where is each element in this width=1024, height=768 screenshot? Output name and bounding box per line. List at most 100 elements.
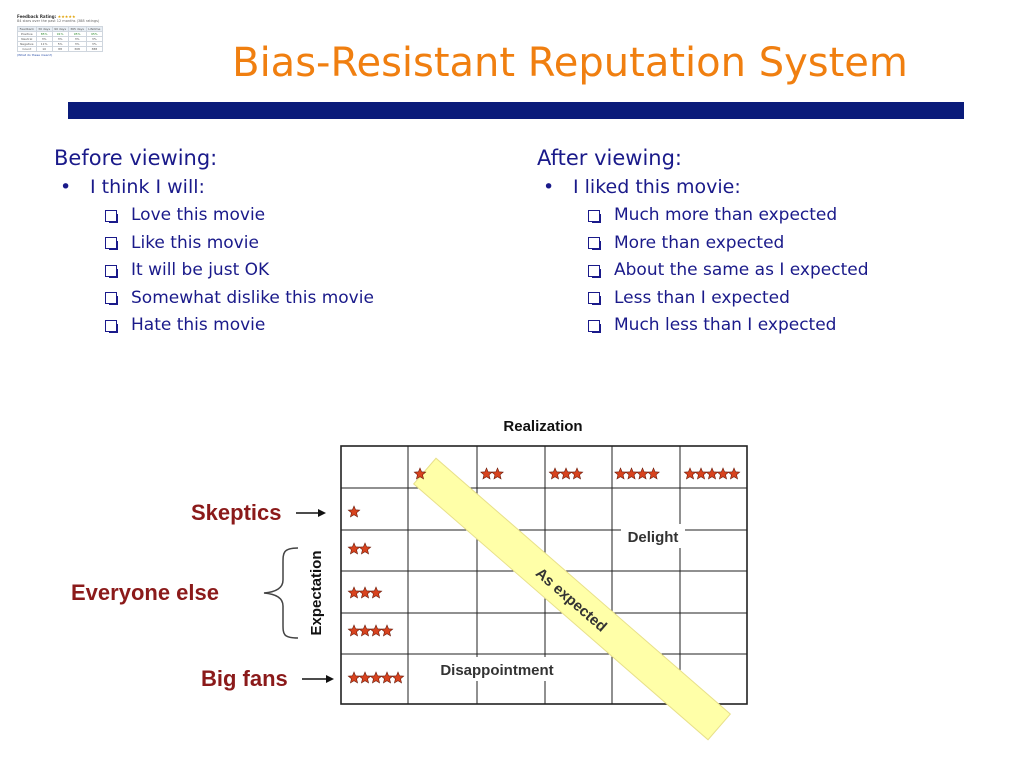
column-header-stars <box>683 467 741 480</box>
star-icon <box>380 671 394 684</box>
before-option[interactable]: It will be just OK <box>54 257 374 285</box>
after-option[interactable]: More than expected <box>537 230 869 258</box>
everyone-else-label: Everyone else <box>71 580 219 605</box>
table-cell: 10 <box>35 46 53 52</box>
star-icon <box>358 586 372 599</box>
star-icon <box>491 467 504 480</box>
star-icon <box>369 586 383 599</box>
option-label: Much more than expected <box>614 205 838 225</box>
star-icon <box>625 467 638 480</box>
checkbox-icon[interactable] <box>105 292 118 306</box>
checkbox-icon[interactable] <box>105 237 118 251</box>
row-header-stars <box>347 671 405 684</box>
big-fans-label: Big fans <box>201 666 288 691</box>
big-fans-arrow-icon <box>326 675 334 683</box>
star-icon <box>369 624 383 637</box>
realization-label: Realization <box>503 418 582 435</box>
option-label: Somewhat dislike this movie <box>131 287 374 308</box>
before-option[interactable]: Love this movie <box>54 202 374 230</box>
option-label: Much less than I expected <box>614 315 837 335</box>
after-option[interactable]: Less than I expected <box>537 285 869 313</box>
option-label: Hate this movie <box>131 315 266 335</box>
before-option[interactable]: Somewhat dislike this movie <box>54 285 374 313</box>
title-underline-bar <box>68 102 964 119</box>
star-icon <box>480 467 493 480</box>
table-cell: 90 days <box>51 26 69 32</box>
option-label: Less than I expected <box>614 287 790 308</box>
star-icon <box>647 467 660 480</box>
disappointment-label: Disappointment <box>440 662 553 679</box>
checkbox-icon[interactable] <box>588 292 601 306</box>
checkbox-icon[interactable] <box>105 209 118 223</box>
after-option[interactable]: Much less than I expected <box>537 312 869 340</box>
star-icon <box>614 467 627 480</box>
option-label: About the same as I expected <box>614 260 869 280</box>
column-header-stars <box>413 467 427 480</box>
before-heading: Before viewing: <box>54 146 218 170</box>
star-icon <box>413 467 427 480</box>
label-arrows <box>296 509 334 683</box>
star-icon <box>727 467 741 480</box>
table-cell: 388 <box>85 46 104 52</box>
checkbox-icon[interactable] <box>588 264 601 278</box>
thumbnail-subtitle: 84 stars over the past 12 months (388 ra… <box>17 19 100 23</box>
star-icon <box>705 467 719 480</box>
table-cell: 88 <box>51 46 69 52</box>
after-option[interactable]: Much more than expected <box>537 202 869 230</box>
option-label: More than expected <box>614 232 785 253</box>
after-bullet: • I liked this movie: <box>537 172 869 202</box>
checkbox-icon[interactable] <box>105 319 118 333</box>
star-icon <box>369 671 383 684</box>
star-icon <box>358 671 372 684</box>
checkbox-icon[interactable] <box>588 209 601 223</box>
star-icon <box>358 542 372 555</box>
thumbnail-heading: Feedback Rating: <box>17 14 57 19</box>
star-icon <box>347 624 361 637</box>
skeptics-label: Skeptics <box>191 500 282 525</box>
before-bullet-text: I think I will: <box>90 176 205 198</box>
star-icon <box>716 467 730 480</box>
star-icon <box>694 467 708 480</box>
star-icon <box>548 467 562 480</box>
row-header-stars <box>347 624 394 637</box>
option-label: It will be just OK <box>131 260 270 280</box>
after-bullet-text: I liked this movie: <box>573 176 741 198</box>
thumbnail-star-icons: ★★★★★ <box>57 14 76 19</box>
delight-label-bg <box>621 524 685 548</box>
everyone-else-brace <box>263 547 299 639</box>
as-expected-band: As expected <box>412 457 732 741</box>
table-cell: Negative <box>17 41 37 47</box>
before-option[interactable]: Like this movie <box>54 230 374 258</box>
row-header-stars <box>347 542 372 555</box>
column-header-stars <box>548 467 584 480</box>
row-header-stars <box>347 586 383 599</box>
table-cell: 365 days <box>67 26 87 32</box>
after-option[interactable]: About the same as I expected <box>537 257 869 285</box>
bullet-dot-icon: • <box>543 176 555 198</box>
feedback-rating-thumbnail: Feedback Rating: ★★★★★ 84 stars over the… <box>17 14 112 70</box>
star-icon <box>559 467 573 480</box>
before-option[interactable]: Hate this movie <box>54 312 374 340</box>
before-viewing-column: Before viewing: •I think I will: Love th… <box>54 144 374 340</box>
slide-title: Bias-Resistant Reputation System <box>232 40 908 86</box>
after-viewing-column: After viewing: •I liked this movie: Much… <box>537 144 869 340</box>
row-header-stars <box>347 505 361 518</box>
checkbox-icon[interactable] <box>105 264 118 278</box>
checkbox-icon[interactable] <box>588 237 601 251</box>
checkbox-icon[interactable] <box>588 319 601 333</box>
star-icon <box>347 671 361 684</box>
star-icon <box>570 467 584 480</box>
option-label: Like this movie <box>131 232 259 253</box>
column-star-groups <box>413 467 741 480</box>
table-cell: Lifetime <box>85 26 104 32</box>
grid-border <box>340 445 748 705</box>
table-cell: 308 <box>67 46 87 52</box>
delight-label: Delight <box>628 529 679 546</box>
expectation-label: Expectation <box>308 550 325 635</box>
row-star-groups <box>347 505 405 684</box>
table-cell: 30 days <box>35 26 53 32</box>
option-label: Love this movie <box>131 205 266 225</box>
star-icon <box>380 624 394 637</box>
star-icon <box>636 467 649 480</box>
